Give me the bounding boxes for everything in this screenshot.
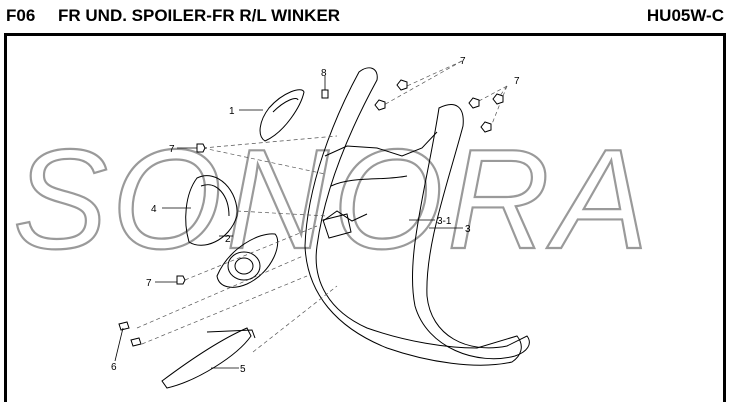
callout-5: 5 bbox=[240, 364, 246, 375]
callout-6: 6 bbox=[111, 362, 117, 373]
part-1-lens bbox=[259, 89, 305, 142]
part-2-winker bbox=[216, 233, 279, 288]
screw-7-mid bbox=[176, 275, 186, 285]
screw-7-right2 bbox=[492, 93, 504, 105]
diagram-frame bbox=[4, 33, 726, 402]
page-title: FR UND. SPOILER-FR R/L WINKER bbox=[58, 6, 341, 25]
screw-7-left bbox=[196, 143, 206, 153]
page-header: F06 FR UND. SPOILER-FR R/L WINKER HU05W-… bbox=[0, 0, 732, 32]
callout-1: 1 bbox=[229, 106, 235, 117]
callout-7-right: 7 bbox=[514, 76, 520, 87]
callout-3-1: 3-1 bbox=[437, 216, 452, 227]
screw-6a bbox=[118, 321, 130, 331]
screw-7-top2 bbox=[374, 99, 386, 111]
section-code: F06 bbox=[6, 6, 36, 25]
part-3-under-spoiler bbox=[304, 67, 522, 366]
part-5-spoiler bbox=[161, 327, 252, 389]
part-3-1-bracket bbox=[322, 213, 352, 239]
screw-7-right1 bbox=[468, 97, 480, 109]
callout-7-left: 7 bbox=[169, 144, 175, 155]
exploded-parts-diagram: SONORA bbox=[12, 56, 652, 389]
callout-7-mid: 7 bbox=[146, 278, 152, 289]
callout-4: 4 bbox=[151, 204, 157, 215]
screw-7-top1 bbox=[396, 79, 408, 91]
callout-3: 3 bbox=[465, 224, 471, 235]
callout-2: 2 bbox=[225, 234, 231, 245]
model-code: HU05W-C bbox=[646, 6, 724, 25]
screw-6b bbox=[130, 337, 142, 347]
clip-8 bbox=[321, 89, 329, 99]
callout-7-top: 7 bbox=[460, 56, 466, 67]
screw-7-right3 bbox=[480, 121, 492, 133]
watermark-text: SONORA bbox=[13, 120, 652, 279]
callout-8: 8 bbox=[321, 68, 327, 79]
